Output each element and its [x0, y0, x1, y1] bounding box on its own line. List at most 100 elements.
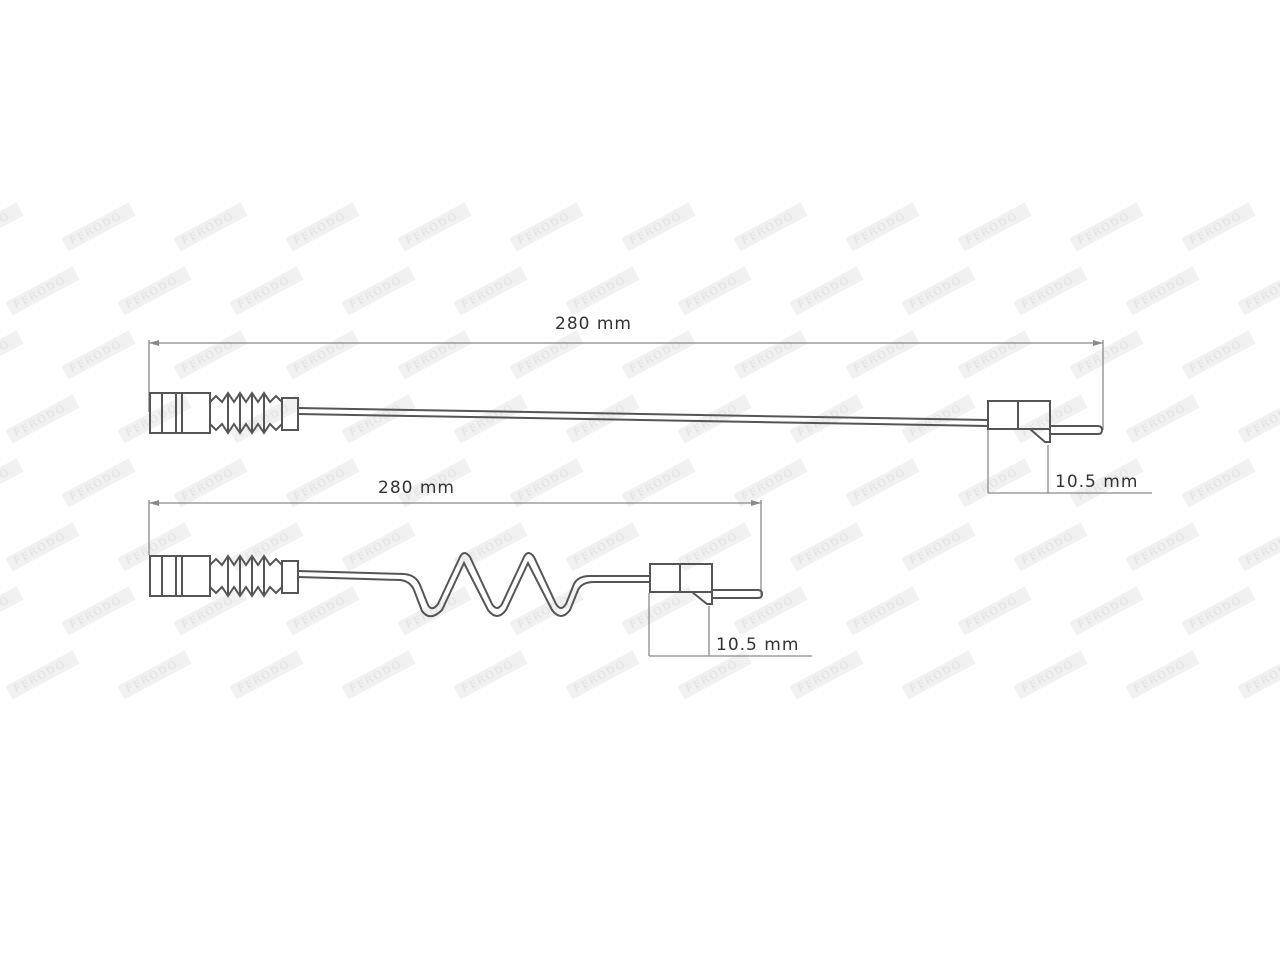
watermark-tile: FERODO — [621, 458, 696, 508]
watermark-text: FERODO — [515, 465, 572, 503]
watermark-band — [285, 202, 360, 252]
watermark-text: FERODO — [1019, 657, 1076, 695]
watermark-tile: FERODO — [621, 586, 696, 636]
watermark-text: FERODO — [347, 529, 404, 567]
watermark-tile: FERODO — [1237, 522, 1280, 572]
watermark-band — [565, 522, 640, 572]
watermark-band — [509, 458, 584, 508]
watermark-text: FERODO — [851, 209, 908, 247]
watermark-text: FERODO — [347, 401, 404, 439]
watermark-text: FERODO — [1131, 273, 1188, 311]
watermark-text: FERODO — [1187, 465, 1244, 503]
watermark-band — [453, 266, 528, 316]
watermark-band — [1237, 650, 1280, 700]
watermark-band — [0, 202, 24, 252]
plug-connector-bottom — [149, 554, 299, 598]
watermark-band — [397, 586, 472, 636]
watermark-band — [789, 266, 864, 316]
watermark-text: FERODO — [515, 209, 572, 247]
watermark-band — [677, 266, 752, 316]
watermark-text: FERODO — [459, 657, 516, 695]
watermark-tile: FERODO — [285, 458, 360, 508]
watermark-tile: FERODO — [845, 202, 920, 252]
watermark-band — [789, 650, 864, 700]
watermark-band — [173, 586, 248, 636]
watermark-tile: FERODO — [5, 394, 80, 444]
watermark-text: FERODO — [795, 529, 852, 567]
watermark-text: FERODO — [1019, 273, 1076, 311]
watermark-text: FERODO — [403, 593, 460, 631]
watermark-band — [789, 522, 864, 572]
watermark-band — [901, 266, 976, 316]
watermark-tile: FERODO — [621, 330, 696, 380]
watermark-band — [733, 202, 808, 252]
watermark-band — [621, 458, 696, 508]
watermark-band — [117, 266, 192, 316]
watermark-tile: FERODO — [0, 458, 24, 508]
watermark-band — [1069, 458, 1144, 508]
watermark-layer: FERODO FERODO FERODO FERODO FERODO FERODO FERO… — [0, 202, 1280, 700]
watermark-tile: FERODO — [845, 586, 920, 636]
watermark-tile: FERODO — [789, 394, 864, 444]
watermark-band — [621, 202, 696, 252]
watermark-tile: FERODO — [1125, 522, 1200, 572]
watermark-tile: FERODO — [173, 202, 248, 252]
watermark-band — [677, 394, 752, 444]
watermark-tile: FERODO — [1181, 330, 1256, 380]
watermark-band — [1069, 330, 1144, 380]
watermark-text: FERODO — [179, 209, 236, 247]
watermark-text: FERODO — [291, 593, 348, 631]
watermark-band — [1237, 522, 1280, 572]
watermark-tile: FERODO — [845, 330, 920, 380]
watermark-text: FERODO — [739, 209, 796, 247]
watermark-tile: FERODO — [341, 266, 416, 316]
watermark-band — [397, 202, 472, 252]
watermark-band — [1013, 650, 1088, 700]
watermark-text: FERODO — [67, 337, 124, 375]
watermark-text: FERODO — [1131, 401, 1188, 439]
watermark-tile: FERODO — [1013, 650, 1088, 700]
watermark-band — [1125, 650, 1200, 700]
watermark-text: FERODO — [963, 209, 1020, 247]
watermark-tile: FERODO — [173, 458, 248, 508]
watermark-band — [229, 650, 304, 700]
watermark-text: FERODO — [683, 529, 740, 567]
watermark-text: FERODO — [67, 593, 124, 631]
watermark-tile: FERODO — [0, 586, 24, 636]
watermark-band — [733, 586, 808, 636]
watermark-tile: FERODO — [957, 330, 1032, 380]
tip-dimension-bottom — [648, 593, 812, 657]
watermark-band — [677, 522, 752, 572]
watermark-band — [341, 522, 416, 572]
watermark-band — [565, 650, 640, 700]
watermark-tile: FERODO — [957, 202, 1032, 252]
watermark-tile: FERODO — [117, 394, 192, 444]
watermark-tile: FERODO — [677, 650, 752, 700]
watermark-band — [61, 586, 136, 636]
watermark-text: FERODO — [11, 657, 68, 695]
watermark-band — [1181, 586, 1256, 636]
watermark-band — [957, 458, 1032, 508]
watermark-band — [1237, 266, 1280, 316]
watermark-tile: FERODO — [229, 650, 304, 700]
watermark-text: FERODO — [627, 593, 684, 631]
watermark-text: FERODO — [11, 401, 68, 439]
tip-label-bottom: 10.5 mm — [716, 635, 799, 655]
watermark-tile: FERODO — [733, 330, 808, 380]
watermark-band — [173, 202, 248, 252]
watermark-band — [957, 202, 1032, 252]
watermark-tile: FERODO — [117, 266, 192, 316]
watermark-band — [5, 394, 80, 444]
watermark-tile: FERODO — [1069, 330, 1144, 380]
watermark-band — [453, 650, 528, 700]
watermark-band — [285, 458, 360, 508]
watermark-band — [341, 650, 416, 700]
watermark-tile: FERODO — [901, 522, 976, 572]
watermark-tile: FERODO — [1237, 266, 1280, 316]
watermark-text: FERODO — [515, 593, 572, 631]
straight-sensor-drawing: 280 mm — [148, 314, 1152, 494]
watermark-text: FERODO — [1019, 529, 1076, 567]
watermark-tile: FERODO — [117, 522, 192, 572]
sensor-tip-top — [987, 400, 1104, 443]
watermark-band — [1125, 522, 1200, 572]
